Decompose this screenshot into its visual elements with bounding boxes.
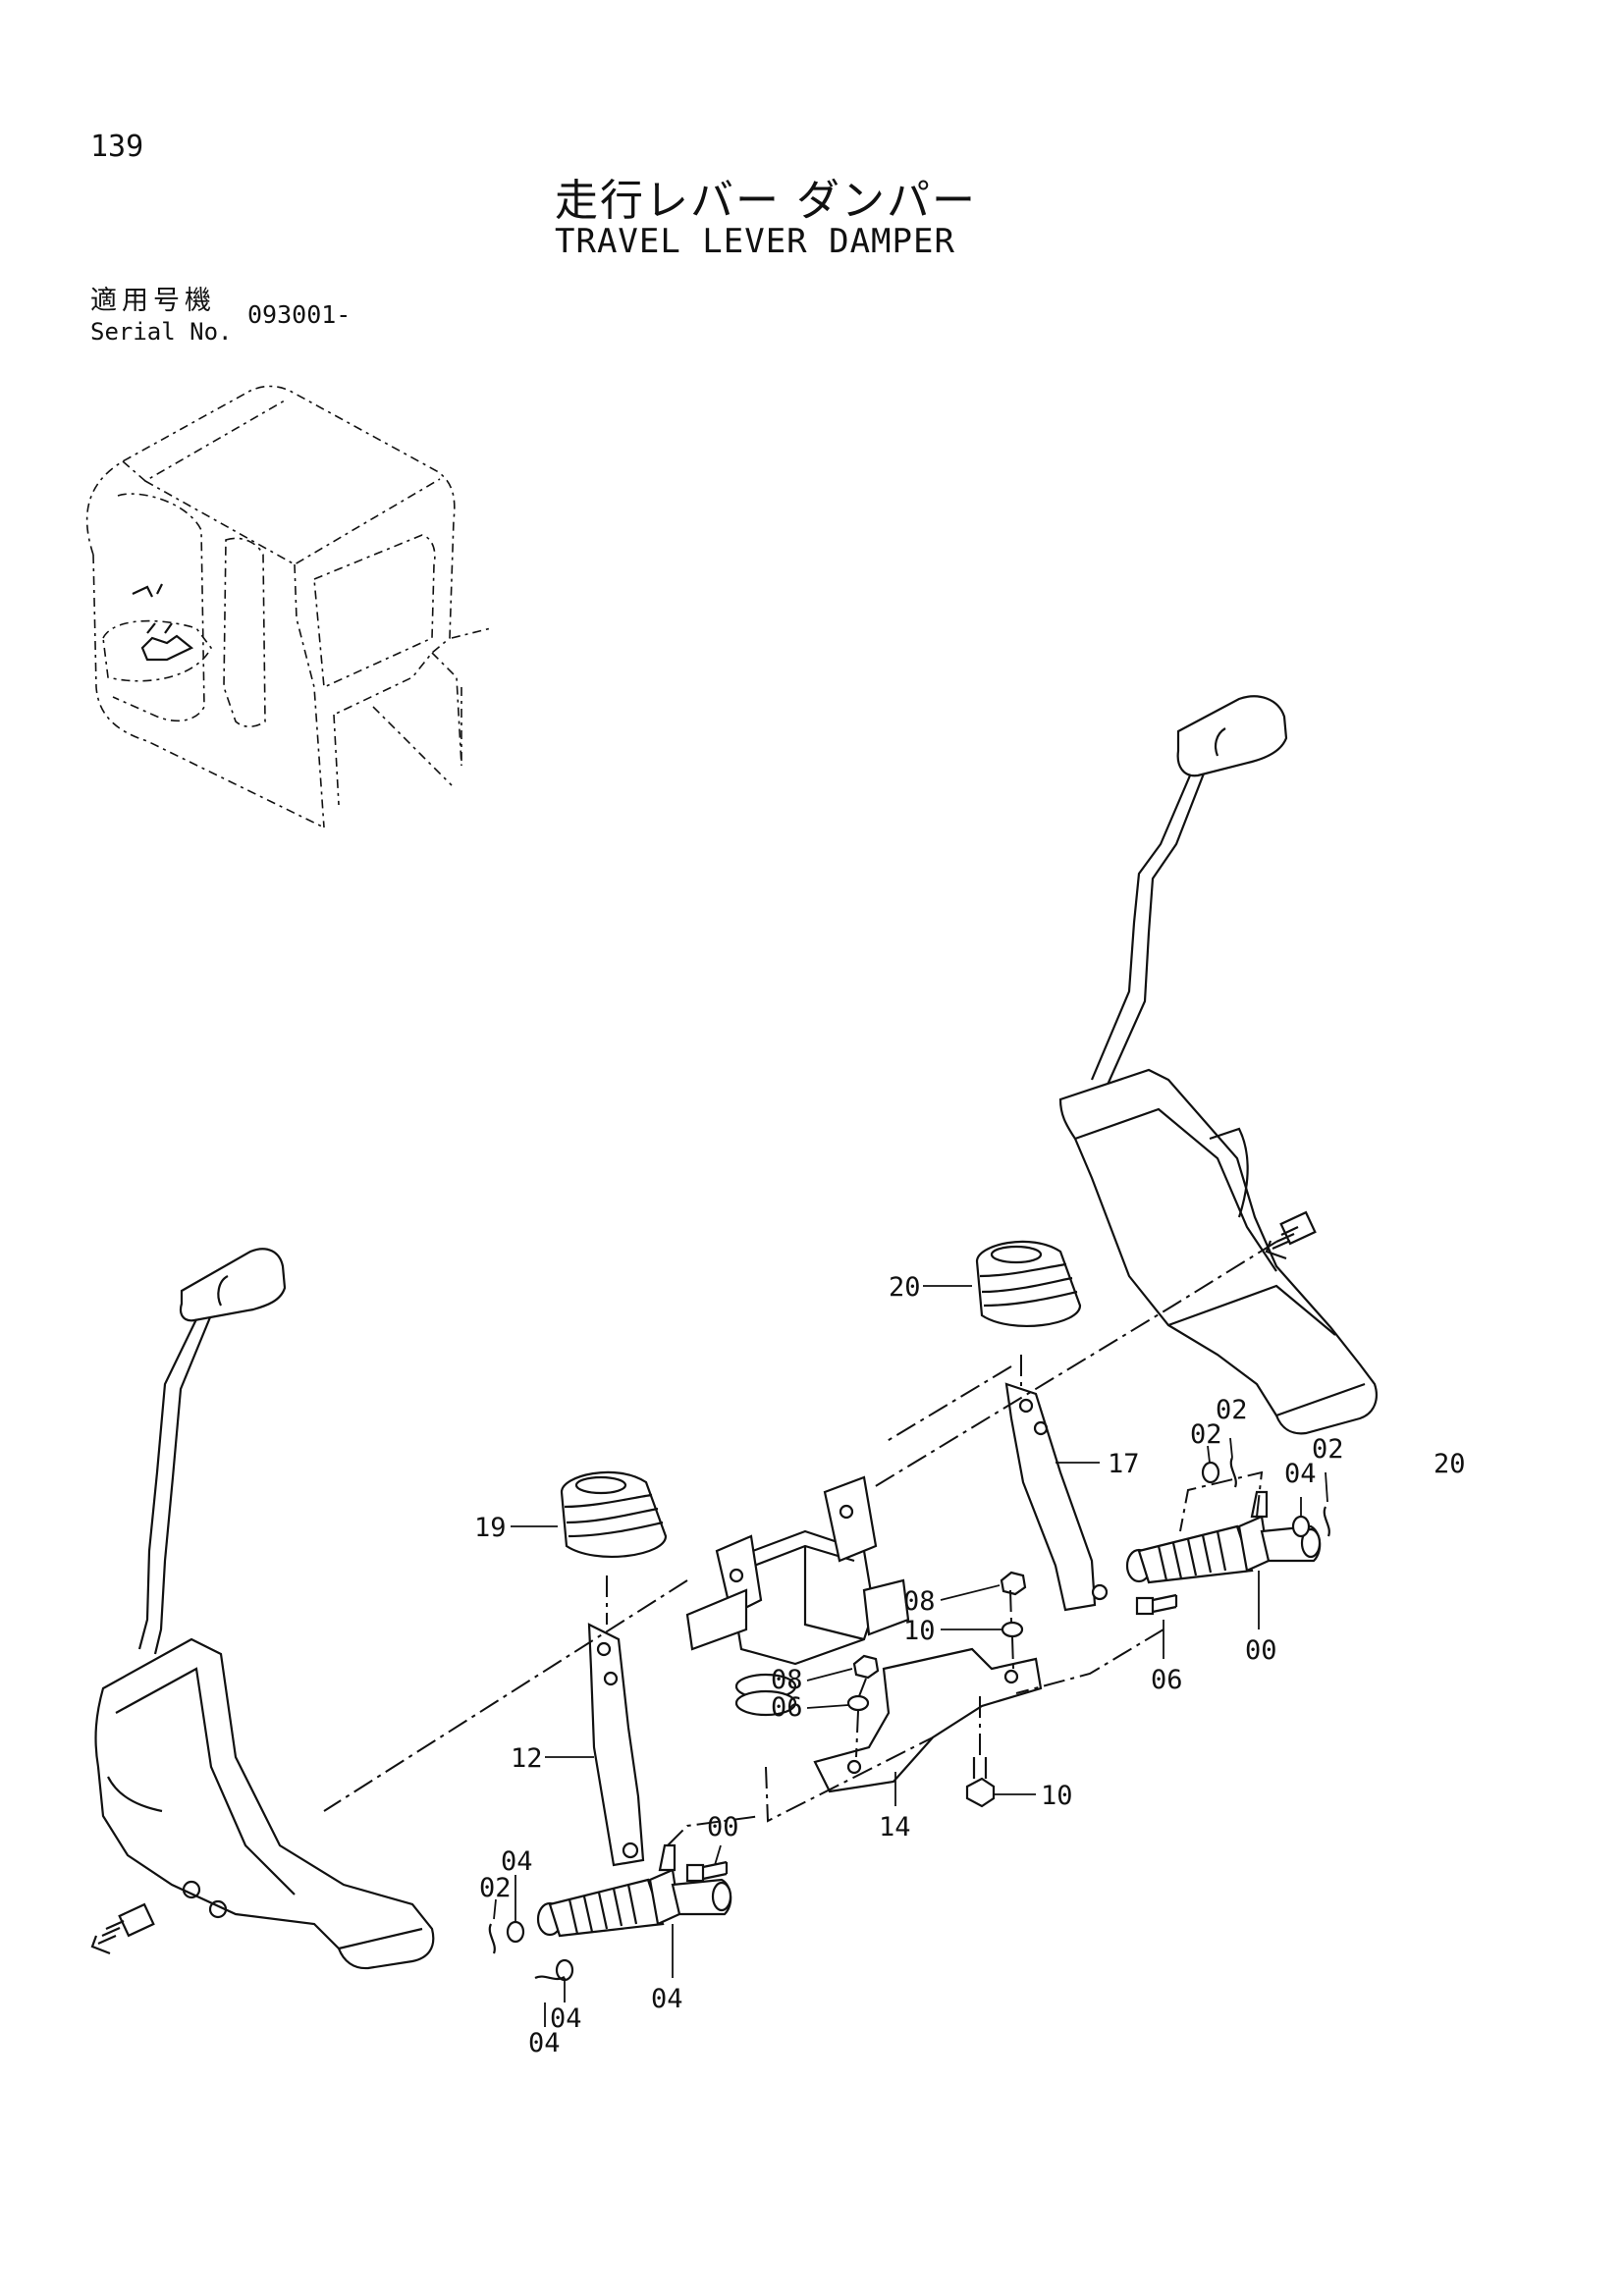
- callout-17: 17: [1108, 1449, 1140, 1479]
- damper-right: [1125, 1490, 1322, 1584]
- callout-20-left: 20: [1434, 1449, 1466, 1479]
- right-travel-lever-pedal: [1058, 695, 1378, 1435]
- callout-02-l1: 02: [1312, 1434, 1344, 1465]
- callout-02-l2: 02: [479, 1873, 512, 1903]
- flange-bolt-14: [965, 1757, 996, 1808]
- serial-number-label: Serial No.: [90, 318, 233, 346]
- damper-mounting-block: [685, 1475, 910, 1717]
- callout-04-l2: 04: [550, 2003, 582, 2034]
- callout-labels-extra: 04: [528, 2028, 561, 2058]
- page-title-japanese: 走行レバー ダンパー: [555, 176, 977, 226]
- callout-leaders: [493, 1285, 1328, 2027]
- applicable-machine-label: 適用号機: [90, 286, 216, 316]
- cotter-pins-04: [488, 1457, 1330, 1981]
- pedal-mount-bolt-right: [1265, 1210, 1317, 1260]
- callout-02-r2: 02: [1190, 1419, 1222, 1450]
- callout-04-r2: 04: [1284, 1459, 1317, 1489]
- callout-08-lower: 08: [771, 1665, 803, 1695]
- nut-10-upper: [1000, 1571, 1027, 1596]
- nut-10-lower: [852, 1654, 880, 1680]
- callout-02-r1: 02: [1216, 1395, 1248, 1425]
- washer-08-lower: [846, 1694, 870, 1712]
- serial-number-value: 093001-: [247, 300, 352, 329]
- rubber-boot-right: [975, 1240, 1082, 1327]
- washer-08-upper: [1001, 1621, 1024, 1638]
- bracket-19: [1004, 1382, 1109, 1612]
- callout-00-right: 00: [1245, 1635, 1277, 1666]
- callout-06-right: 06: [771, 1692, 803, 1723]
- callout-04-l1: 04: [501, 1846, 533, 1877]
- bolt-06-right: [1135, 1593, 1178, 1616]
- rubber-boot-left: [560, 1470, 668, 1558]
- callout-00-left: 00: [707, 1812, 739, 1842]
- left-travel-lever-pedal: [90, 1248, 435, 1970]
- pedal-mount-bolt-left: [90, 1902, 155, 1955]
- callout-20-right: 20: [889, 1272, 921, 1303]
- bolt-06-left: [685, 1860, 729, 1883]
- washers-02: [506, 1461, 1311, 1982]
- callout-19: 19: [474, 1513, 507, 1543]
- callout-04-bottom: 04: [528, 2028, 561, 2058]
- assembly-centerlines: [323, 1241, 1277, 1846]
- callout-12: 12: [511, 1743, 543, 1774]
- callout-04-r1: 04: [651, 1984, 683, 2014]
- page-title-english: TRAVEL LEVER DAMPER: [555, 222, 955, 261]
- cab-location-thumbnail: [85, 385, 492, 828]
- page-number: 139: [90, 130, 144, 164]
- damper-left: [536, 1843, 732, 1938]
- callout-10-lower: 10: [903, 1616, 936, 1646]
- bracket-17: [587, 1623, 645, 1867]
- callout-06-left: 06: [1151, 1665, 1183, 1695]
- callout-labels: 20 20 19 17 12 14 10 08 10 08 06 06 00 0…: [474, 1272, 1466, 2034]
- callout-14: 14: [879, 1812, 911, 1842]
- callout-10-upper: 10: [1041, 1781, 1073, 1811]
- callout-08-upper: 08: [903, 1586, 936, 1617]
